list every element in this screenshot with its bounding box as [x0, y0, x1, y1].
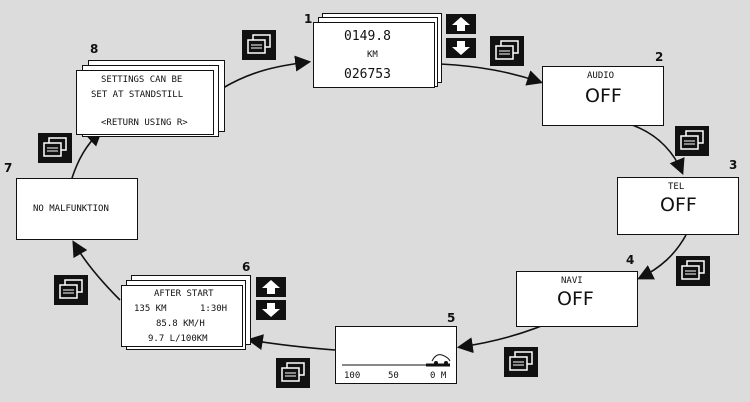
arrow-1-to-2: [439, 63, 544, 86]
menu-stack-icon: [242, 30, 276, 60]
screen-label: NAVI: [561, 276, 583, 286]
settings-line-2: SET AT STANDSTILL: [91, 90, 184, 100]
settings-line-1: SETTINGS CAN BE: [101, 75, 183, 85]
settings-line-3: <RETURN USING R>: [101, 118, 188, 128]
arrow-up-icon: [446, 14, 476, 34]
screen-label: TEL: [668, 182, 685, 192]
step-number-8: 8: [90, 42, 99, 56]
status-text: NO MALFUNKTION: [33, 204, 109, 214]
step-number-4: 4: [626, 253, 635, 267]
trip-consumption: 9.7 L/100KM: [148, 334, 208, 344]
scale-tick-0: 0 M: [430, 371, 447, 381]
step-number-7: 7: [4, 161, 13, 175]
menu-stack-icon: [676, 256, 710, 286]
screen-distance-scale: 100 50 0 M: [335, 326, 457, 384]
menu-stack-icon: [38, 133, 72, 163]
menu-stack-icon: [504, 347, 538, 377]
trip-distance: 0149.8: [344, 29, 391, 44]
arrow-down-icon: [256, 300, 286, 320]
screen-value: OFF: [585, 85, 622, 107]
screen-odometer: 0149.8 KM 026753: [313, 22, 435, 88]
screen-value: OFF: [660, 194, 697, 216]
arrow-6-to-7: [72, 240, 121, 301]
step-number-1: 1: [304, 12, 313, 26]
step-number-3: 3: [729, 158, 738, 172]
menu-stack-icon: [276, 358, 310, 388]
trip-title: AFTER START: [154, 289, 214, 299]
screen-value: OFF: [557, 288, 594, 310]
step-number-5: 5: [447, 311, 456, 325]
scale-tick-100: 100: [344, 371, 361, 381]
screen-trip-computer: AFTER START 135 KM 1:30H 85.8 KM/H 9.7 L…: [121, 285, 243, 347]
arrow-up-icon: [256, 277, 286, 297]
screen-status: NO MALFUNKTION: [16, 178, 138, 240]
trip-distance: 135 KM: [134, 304, 167, 314]
step-number-2: 2: [655, 50, 664, 64]
screen-label: AUDIO: [587, 71, 615, 81]
screen-navi: NAVI OFF: [516, 271, 638, 327]
total-distance: 026753: [344, 67, 391, 82]
menu-stack-icon: [675, 126, 709, 156]
screen-settings: SETTINGS CAN BE SET AT STANDSTILL <RETUR…: [76, 70, 214, 135]
arrow-2-to-3: [631, 124, 685, 175]
menu-stack-icon: [490, 36, 524, 66]
menu-stack-icon: [54, 275, 88, 305]
step-number-6: 6: [242, 260, 251, 274]
arrow-7-to-8: [71, 129, 103, 179]
unit-label: KM: [367, 50, 378, 60]
arrow-down-icon: [446, 38, 476, 58]
arrow-8-to-1: [222, 55, 312, 89]
arrow-5-to-6: [246, 334, 336, 351]
scale-tick-50: 50: [388, 371, 399, 381]
distance-scale-graphic: [342, 354, 451, 367]
trip-time: 1:30H: [200, 304, 228, 314]
screen-audio: AUDIO OFF: [542, 66, 664, 126]
trip-speed: 85.8 KM/H: [156, 319, 205, 329]
arrow-3-to-4: [637, 234, 687, 280]
screen-tel: TEL OFF: [617, 177, 739, 235]
